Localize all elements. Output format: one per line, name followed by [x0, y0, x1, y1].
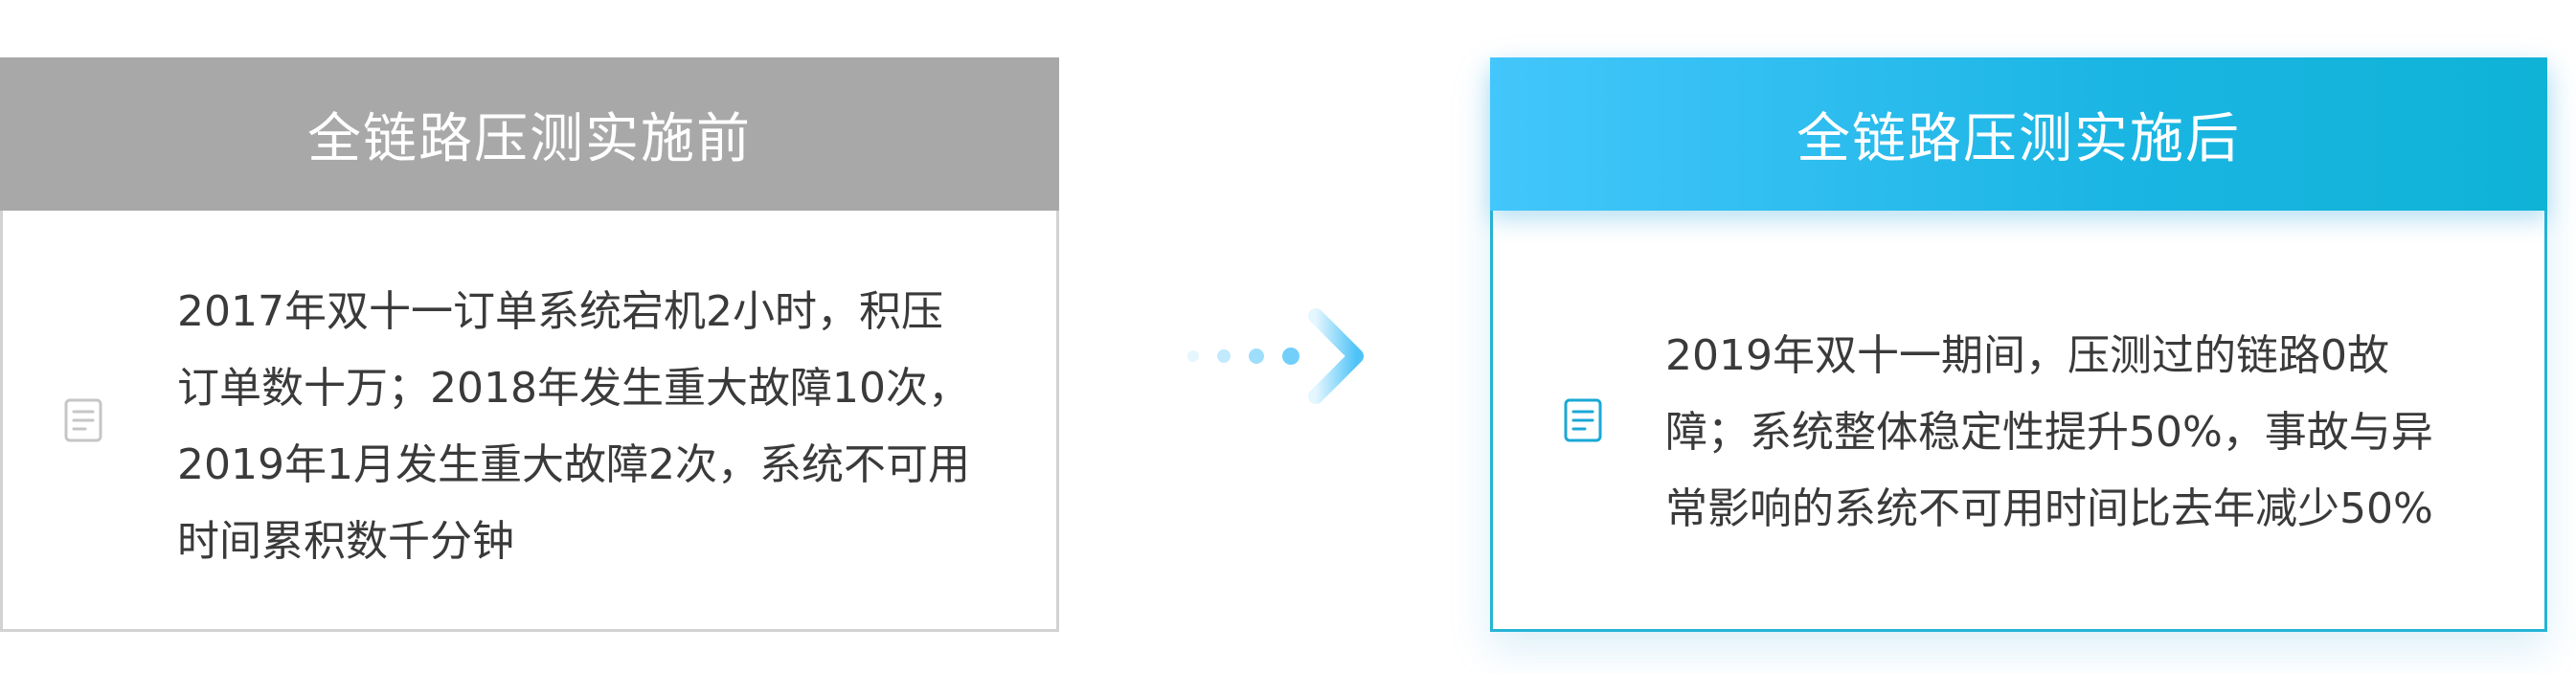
- document-icon: [64, 398, 102, 442]
- after-card-text: 2019年双十一期间，压测过的链路0故 障；系统整体稳定性提升50%，事故与异 …: [1665, 318, 2433, 548]
- document-icon: [1564, 398, 1602, 442]
- after-text-line: 常影响的系统不可用时间比去年减少50%: [1665, 484, 2433, 533]
- before-card: 全链路压测实施前 2017年双十一订单系统宕机2小时，积压 订单数十万；2018…: [0, 57, 1059, 632]
- after-card: 全链路压测实施后 2019年双十一期间，压测过的链路0故 障；系统整体稳定性提升…: [1490, 57, 2547, 632]
- before-card-body: 2017年双十一订单系统宕机2小时，积压 订单数十万；2018年发生重大故障10…: [3, 211, 1056, 629]
- after-text-line: 2019年双十一期间，压测过的链路0故: [1665, 331, 2389, 380]
- before-text-line: 时间累积数千分钟: [177, 517, 514, 566]
- arrow-right-icon: [1187, 308, 1364, 404]
- before-card-title: 全链路压测实施前: [0, 57, 1059, 211]
- before-card-text: 2017年双十一订单系统宕机2小时，积压 订单数十万；2018年发生重大故障10…: [177, 274, 970, 580]
- before-text-line: 2019年1月发生重大故障2次，系统不可用: [177, 440, 970, 489]
- before-text-line: 2017年双十一订单系统宕机2小时，积压: [177, 287, 943, 336]
- before-text-line: 订单数十万；2018年发生重大故障10次，: [177, 364, 970, 413]
- after-text-line: 障；系统整体稳定性提升50%，事故与异: [1665, 408, 2433, 457]
- after-card-body: 2019年双十一期间，压测过的链路0故 障；系统整体稳定性提升50%，事故与异 …: [1493, 211, 2544, 629]
- after-card-title: 全链路压测实施后: [1490, 57, 2547, 211]
